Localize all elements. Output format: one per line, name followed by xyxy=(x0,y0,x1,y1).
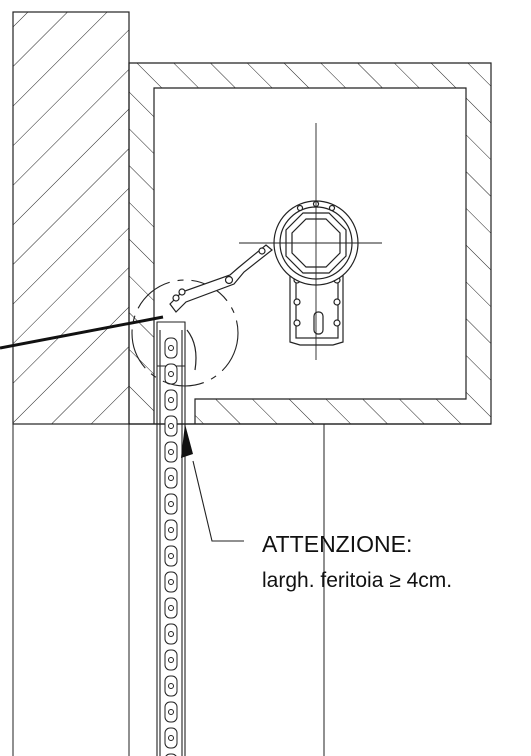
roller-box-housing xyxy=(128,62,492,425)
callout-note: largh. feritoia ≥ 4cm. xyxy=(262,569,453,592)
detail-circle xyxy=(131,279,239,387)
chain-pin xyxy=(168,345,174,351)
arrowhead-icon xyxy=(181,424,193,458)
callout-title: ATTENZIONE: xyxy=(262,531,413,557)
chain-pin xyxy=(168,683,174,689)
chain-pin xyxy=(168,735,174,741)
chain-pin xyxy=(168,501,174,507)
chain-pin xyxy=(168,449,174,455)
chain-links xyxy=(164,337,178,756)
chain-pin xyxy=(168,657,174,663)
hinged-link-arm xyxy=(169,244,273,313)
chain-guide xyxy=(156,322,186,756)
wall-lower-lines xyxy=(12,424,130,756)
callout-leader xyxy=(181,424,244,542)
chain-pin xyxy=(168,709,174,715)
pointer-line xyxy=(0,315,164,350)
chain-pin xyxy=(168,553,174,559)
chain-pin xyxy=(168,397,174,403)
centre-lines xyxy=(239,123,382,360)
wall-section xyxy=(12,11,130,425)
chain-pin xyxy=(168,423,174,429)
chain-pin xyxy=(168,527,174,533)
curved-guide xyxy=(186,329,197,371)
chain-pin xyxy=(168,605,174,611)
chain-pin xyxy=(168,631,174,637)
chain-pin xyxy=(168,475,174,481)
chain-pin xyxy=(168,579,174,585)
chain-pin xyxy=(168,371,174,377)
